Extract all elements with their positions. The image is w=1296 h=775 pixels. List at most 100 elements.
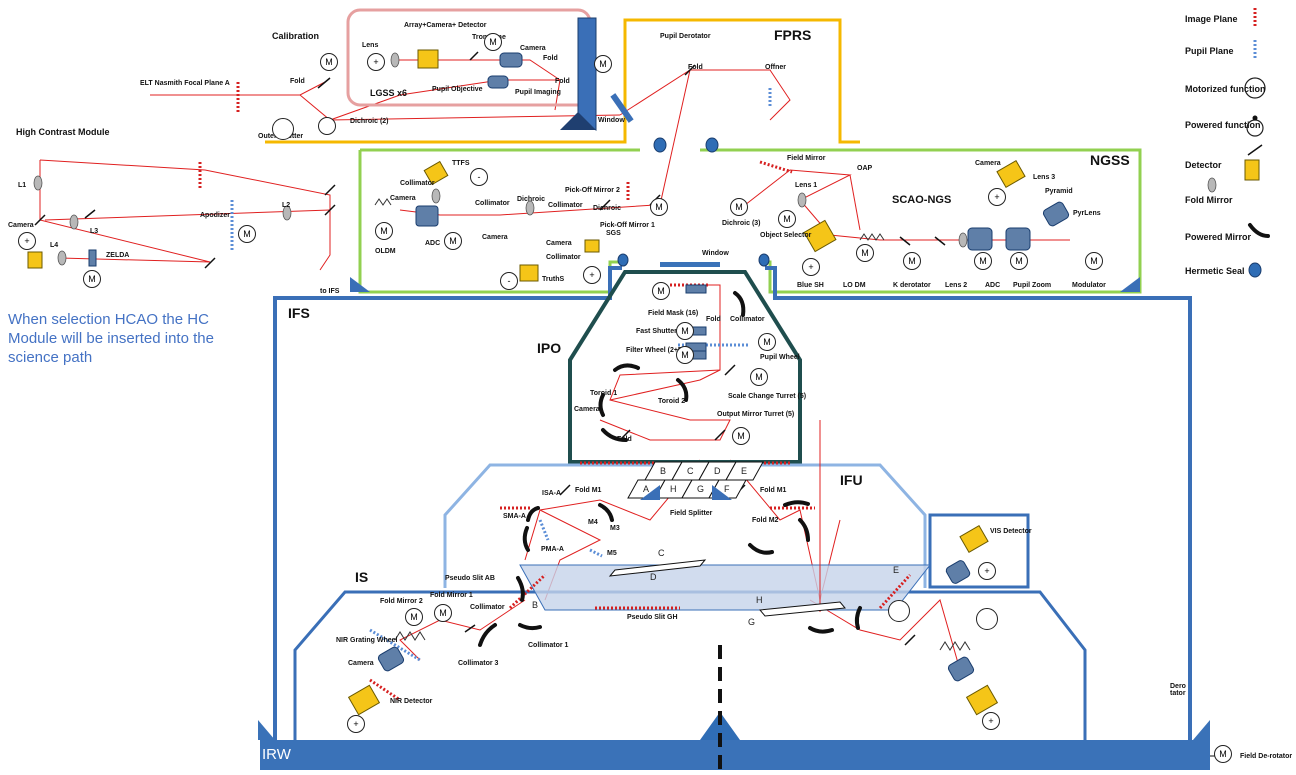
label-apodizer: Apodizer — [200, 212, 230, 219]
label-sgs: SGS — [606, 230, 621, 237]
ngss-corner-left — [350, 277, 370, 292]
label-l1: L1 — [18, 182, 27, 189]
label-blue-sh: Blue SH — [797, 282, 824, 289]
label-sma-a: SMA-A — [503, 513, 526, 520]
optical-cylinders — [88, 52, 1070, 682]
ngss-box-right — [700, 148, 1142, 294]
slicer-letter-c: C — [687, 466, 694, 476]
label-camera-is: Camera — [348, 660, 374, 667]
lgss-title: LGSS x6 — [370, 88, 408, 98]
motor-output-mirror: M — [732, 427, 750, 445]
label-scale-change: Scale Change Turret (5) — [728, 393, 807, 400]
motor-pupil-zoom: M — [1010, 252, 1028, 270]
motor-oldm: M — [375, 222, 393, 240]
label-field-derotator: Field De-rotator — [1240, 753, 1293, 760]
motor-k-derotator: M — [903, 252, 921, 270]
powered-sgs: + — [583, 266, 601, 284]
label-l2: L2 — [282, 202, 291, 209]
powered-camera-scao: + — [988, 188, 1006, 206]
slit-letter-e: E — [893, 565, 900, 575]
label-k-derotator: K derotator — [893, 282, 931, 289]
motor-zelda: M — [83, 270, 101, 288]
label-fold-calib: Fold — [290, 78, 305, 85]
legend-powered-dot — [1252, 115, 1258, 121]
label-fast-shutter: Fast Shutter (2) — [636, 328, 688, 335]
slit-letter-d: D — [650, 572, 657, 582]
powered-right-detector: + — [982, 712, 1000, 730]
label-pupil-objective: Pupil Objective — [432, 86, 483, 93]
label-ttfs: TTFS — [452, 160, 470, 167]
motor-is-right1 — [888, 600, 910, 622]
label-collimator-ngss1: Collimator — [400, 180, 435, 187]
slit-letter-g: G — [748, 617, 756, 627]
ngss-title: NGSS — [1090, 152, 1130, 168]
label-derotator: Dero tator — [1170, 683, 1186, 697]
window-bar — [660, 262, 720, 267]
slit-letter-c: C — [658, 548, 665, 558]
calibration-title: Calibration — [272, 31, 320, 41]
label-pupil-wheel: Pupil Wheel — [760, 354, 800, 361]
label-dichroic3: Dichroic (3) — [722, 220, 761, 227]
label-pupil-imaging: Pupil Imaging — [515, 89, 561, 96]
label-camera-ngss1: Camera — [390, 195, 416, 202]
irw-left-foot — [258, 720, 275, 740]
irw-bar — [260, 740, 1210, 770]
powered-camera-hc: + — [18, 232, 36, 250]
fprs-title: FPRS — [774, 27, 812, 43]
rotator-apex — [700, 712, 740, 740]
motor-lo-dm: M — [856, 244, 874, 262]
label-pupil-zoom: Pupil Zoom — [1013, 282, 1052, 289]
label-pupil-derotator: Pupil Derotator — [660, 33, 711, 40]
label-toroid1: Toroid 1 — [590, 390, 618, 397]
is-title: IS — [355, 569, 369, 585]
motor-field-derotator: M — [1214, 745, 1232, 763]
motor-fold-mirror2: M — [405, 608, 423, 626]
label-m4: M4 — [588, 519, 598, 526]
motor-adc-scao: M — [974, 252, 992, 270]
label-m5: M5 — [607, 550, 617, 557]
motor-fast-shutter: M — [676, 322, 694, 340]
legend-seal-symbol — [1248, 262, 1262, 278]
label-fold-fprs: Fold — [688, 64, 703, 71]
high-contrast-title: High Contrast Module — [16, 127, 110, 137]
label-camera-ngss3: Camera — [546, 240, 572, 247]
label-lens2: Lens 2 — [945, 282, 968, 289]
detectors — [27, 49, 1260, 716]
label-m3: M3 — [610, 525, 620, 532]
powered-nir-detector: + — [347, 715, 365, 733]
motor-filter-wheel: M — [676, 346, 694, 364]
label-pseudo-slit-gh: Pseudo Slit GH — [627, 614, 678, 621]
calib-fold-large — [577, 17, 597, 131]
label-camera-calib: Camera — [520, 45, 546, 52]
label-array-camera-detector: Array+Camera+ Detector — [404, 22, 487, 29]
label-camera-ipo: Camera — [574, 406, 600, 413]
motor-is-right2 — [976, 608, 998, 630]
label-nir-grating: NIR Grating Wheel — [336, 637, 398, 644]
label-window-ifs: Window — [702, 250, 729, 257]
legend-image-plane: Image Plane — [1185, 14, 1238, 24]
label-pyrlens: PyrLens — [1073, 210, 1101, 217]
label-fold-m1-left: Fold M1 — [575, 487, 602, 494]
gratings — [374, 198, 971, 651]
slit-letter-h: H — [756, 595, 763, 605]
label-fold-ipo2: Fold — [617, 436, 632, 443]
slicer-letter-a: A — [643, 484, 650, 494]
motor-field-mask: M — [652, 282, 670, 300]
motor-trombone: M — [484, 33, 502, 51]
label-collimator-ngss4: Collimator — [546, 254, 581, 261]
label-isa-a: ISA-A — [542, 490, 562, 497]
motor-pick-off: M — [650, 198, 668, 216]
motor-outer-shutter — [272, 118, 294, 140]
label-nir-detector: NIR Detector — [390, 698, 433, 705]
slicer-letter-f: F — [724, 484, 730, 494]
hermetic-seals — [617, 137, 770, 267]
motor-modulator: M — [1085, 252, 1103, 270]
label-window-fprs: Window — [598, 117, 625, 124]
lenses — [33, 52, 1217, 266]
label-fold-mirror2: Fold Mirror 2 — [380, 598, 423, 605]
calib-wedge — [560, 112, 596, 130]
label-camera-scao: Camera — [975, 160, 1001, 167]
label-pick-off2: Pick-Off Mirror 2 — [565, 187, 620, 194]
label-zelda: ZELDA — [106, 252, 130, 259]
